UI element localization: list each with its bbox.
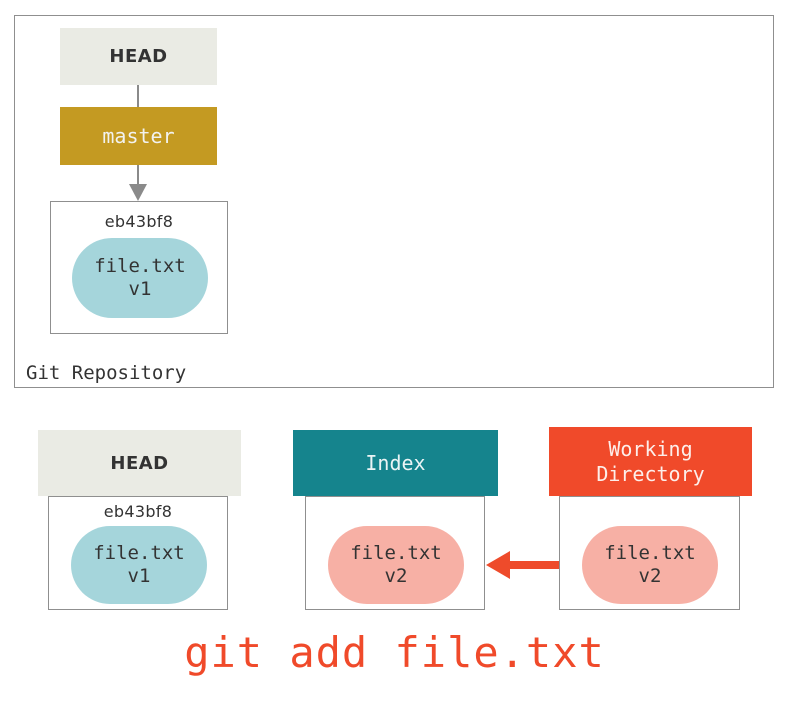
repo-commit-panel: eb43bf8 file.txt v1 xyxy=(50,201,228,334)
repo-head-box: HEAD xyxy=(60,28,217,85)
master-to-commit-line xyxy=(137,165,139,187)
head-to-master-line xyxy=(137,85,139,107)
area-working-directory-header-line1: Working xyxy=(608,436,693,461)
area-head-header-label: HEAD xyxy=(110,452,169,474)
command-caption: git add file.txt xyxy=(184,628,605,677)
master-to-commit-arrowhead xyxy=(129,184,147,201)
repo-commit-blob-version: v1 xyxy=(128,278,152,300)
repo-master-label: master xyxy=(102,124,175,148)
area-working-directory-blob: file.txt v2 xyxy=(582,526,718,604)
area-head-sha: eb43bf8 xyxy=(103,502,173,521)
area-head-blob-file: file.txt xyxy=(93,541,185,564)
repo-head-label: HEAD xyxy=(109,46,168,67)
area-index-header-label: Index xyxy=(365,451,426,475)
area-working-directory-blob-file: file.txt xyxy=(604,541,696,564)
area-index-blob-version: v2 xyxy=(384,565,408,587)
area-working-directory-blob-version: v2 xyxy=(638,565,662,587)
stage-arrow-shaft xyxy=(510,561,560,569)
area-index-blob: file.txt v2 xyxy=(328,526,464,604)
area-head-blob: file.txt v1 xyxy=(71,526,207,604)
repo-commit-blob: file.txt v1 xyxy=(72,238,208,318)
area-working-directory-header: Working Directory xyxy=(549,427,752,496)
git-repository-label: Git Repository xyxy=(26,362,187,384)
repo-commit-sha: eb43bf8 xyxy=(104,212,174,231)
area-index-panel: file.txt v2 xyxy=(305,496,485,610)
area-head-blob-version: v1 xyxy=(127,565,151,587)
repo-commit-blob-file: file.txt xyxy=(94,254,186,277)
area-working-directory-panel: file.txt v2 xyxy=(559,496,740,610)
area-index-header: Index xyxy=(293,430,498,496)
area-head-header: HEAD xyxy=(38,430,241,496)
stage-arrow-head xyxy=(486,551,510,579)
area-index-blob-file: file.txt xyxy=(350,541,442,564)
repo-master-box: master xyxy=(60,107,217,165)
area-head-panel: eb43bf8 file.txt v1 xyxy=(48,496,228,610)
area-working-directory-header-line2: Directory xyxy=(596,461,705,486)
